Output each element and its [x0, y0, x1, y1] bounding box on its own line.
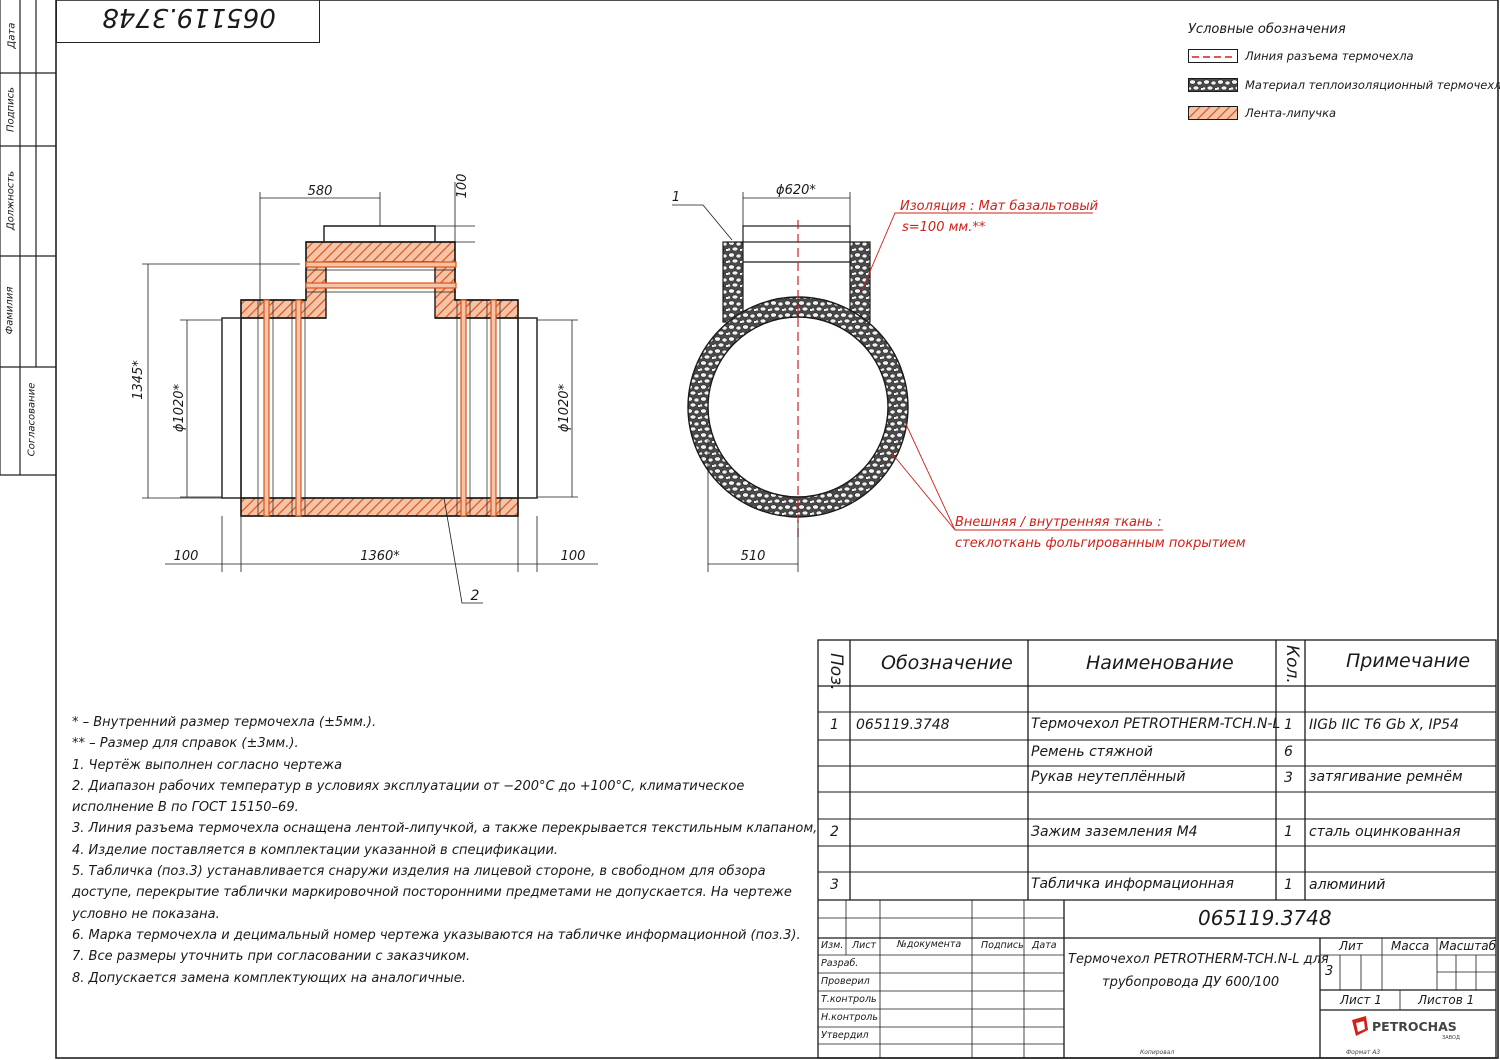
title-doc-number: 065119.3748 — [1198, 906, 1332, 930]
row-qty: 3 — [1284, 770, 1293, 786]
footer-copied: Копировал — [1140, 1049, 1175, 1056]
header-designation: Обозначение — [881, 652, 1013, 674]
col-date: Дата — [1032, 940, 1057, 951]
note-line: 1. Чертёж выполнен согласно чертежа — [72, 757, 343, 773]
dim-branch-height: 100 — [455, 174, 470, 199]
sheets-label: Листов 1 — [1418, 993, 1475, 1007]
row-qty: 1 — [1284, 877, 1293, 893]
sheet-frame — [55, 0, 1499, 1059]
side-view — [672, 192, 1163, 572]
role-checked: Проверил — [821, 976, 870, 987]
dim-diameter-left: ϕ1020* — [172, 383, 187, 432]
scale-label: Масштаб — [1439, 939, 1497, 953]
callout-1: 1 — [672, 190, 680, 205]
row-name: Зажим заземления М4 — [1031, 824, 1198, 840]
note-line: ** – Размер для справок (±3мм.). — [72, 736, 299, 752]
lit-label: Лит — [1339, 939, 1363, 953]
fabric-note-1: Внешняя / внутренняя ткань : — [955, 515, 1162, 530]
row-name: Рукав неутеплённый — [1031, 769, 1186, 785]
row-pos: 1 — [830, 717, 839, 733]
lit-value: 3 — [1325, 964, 1334, 979]
logo-text: PETROCHAS — [1372, 1019, 1457, 1034]
role-n-control: Н.контроль — [821, 1012, 878, 1023]
col-sign: Подпись — [981, 940, 1024, 951]
dim-overall-height: 1345* — [131, 360, 146, 400]
row-pos: 3 — [830, 877, 839, 893]
legend-label: Лента-липучка — [1245, 106, 1337, 120]
sheet-label: Лист 1 — [1340, 993, 1382, 1007]
legend-label: Материал теплоизоляционный термочехла — [1245, 78, 1500, 92]
note-line: 2. Диапазон рабочих температур в условия… — [72, 778, 745, 794]
side-label-position: Должность — [5, 170, 17, 231]
insulation-note-2: s=100 мм.** — [902, 220, 986, 235]
note-line: условно не показана. — [72, 906, 220, 922]
dim-branch-width: 580 — [308, 184, 333, 199]
spec-table-grid — [817, 639, 1497, 1059]
note-line: 3. Линия разъема термочехла оснащена лен… — [72, 821, 818, 837]
row-qty: 6 — [1284, 744, 1293, 760]
footer-format: Формат А3 — [1346, 1049, 1381, 1056]
row-note: сталь оцинкованная — [1309, 824, 1461, 840]
row-name: Табличка информационная — [1031, 876, 1234, 892]
dim-right-overhang: 100 — [561, 549, 586, 564]
red-dashed-line-icon — [1188, 49, 1238, 63]
header-qty: Кол. — [1282, 645, 1302, 684]
role-approved: Утвердил — [821, 1030, 869, 1041]
row-pos: 2 — [830, 824, 839, 840]
legend-title: Условные обозначения — [1188, 22, 1346, 37]
role-t-control: Т.контроль — [821, 994, 877, 1005]
title-line-2: трубопровода ДУ 600/100 — [1102, 975, 1280, 990]
side-label-signature: Подпись — [5, 87, 17, 132]
role-developer: Разраб. — [821, 958, 859, 969]
insulation-note-1: Изоляция : Мат базальтовый — [900, 199, 1098, 214]
legend-label: Линия разъема термочехла — [1245, 49, 1414, 63]
note-line: доступе, перекрытие таблички маркировочн… — [72, 885, 792, 901]
note-line: исполнение В по ГОСТ 15150–69. — [72, 800, 299, 816]
header-name: Наименование — [1086, 652, 1234, 674]
dim-diameter-right: ϕ1020* — [557, 383, 572, 432]
header-note: Примечание — [1346, 650, 1471, 672]
note-line: 8. Допускается замена комплектующих на а… — [72, 970, 466, 986]
row-note: затягивание ремнём — [1309, 769, 1463, 785]
drawing-notes: * – Внутренний размер термочехла (±5мм.)… — [72, 712, 818, 989]
col-sheet: Лист — [852, 940, 877, 951]
side-stamp — [0, 0, 56, 476]
col-change: Изм. — [821, 940, 844, 951]
dim-offset: 510 — [741, 549, 766, 564]
rotated-doc-number: 065119.3748 — [102, 2, 276, 32]
mass-label: Масса — [1391, 939, 1430, 953]
title-line-1: Термочехол PETROTHERM-TCH.N-L для — [1068, 952, 1329, 967]
callout-2: 2 — [471, 588, 480, 604]
note-line: 7. Все размеры уточнить при согласовании… — [72, 949, 471, 965]
petrochas-logo: PETROCHAS ЗАВОД — [1350, 1014, 1470, 1044]
logo-mark-icon — [1352, 1016, 1368, 1036]
header-pos: Поз. — [826, 653, 846, 691]
pebble-hatch-icon — [1188, 78, 1238, 92]
dim-body-length: 1360* — [360, 549, 400, 564]
fabric-note-2: стеклоткань фольгированным покрытием — [955, 536, 1246, 551]
orange-hatch-icon — [1188, 106, 1238, 120]
side-label-approval: Согласование — [26, 382, 38, 457]
side-label-date: Дата — [6, 22, 18, 49]
logo-sub: ЗАВОД — [1442, 1035, 1460, 1041]
note-line: * – Внутренний размер термочехла (±5мм.)… — [72, 715, 377, 730]
note-line: 4. Изделие поставляется в комплектации у… — [72, 842, 559, 858]
row-name: Термочехол PETROTHERM-TCH.N-L — [1031, 716, 1281, 732]
col-doc-no: №документа — [897, 939, 962, 950]
row-note: IIGb IIC T6 Gb X, IP54 — [1309, 717, 1459, 733]
row-qty: 1 — [1284, 824, 1293, 840]
rotated-doc-number-box: 065119.3748 — [56, 0, 320, 43]
side-label-surname: Фамилия — [4, 286, 16, 335]
row-qty: 1 — [1284, 717, 1293, 733]
row-name: Ремень стяжной — [1031, 744, 1153, 760]
row-designation: 065119.3748 — [856, 717, 950, 733]
note-line: 6. Марка термочехла и децимальный номер … — [72, 927, 801, 943]
row-note: алюминий — [1309, 877, 1386, 893]
note-line: 5. Табличка (поз.3) устанавливается снар… — [72, 864, 766, 880]
dim-left-overhang: 100 — [174, 549, 199, 564]
dim-branch-diameter: ϕ620* — [776, 183, 816, 198]
front-view — [142, 182, 598, 604]
